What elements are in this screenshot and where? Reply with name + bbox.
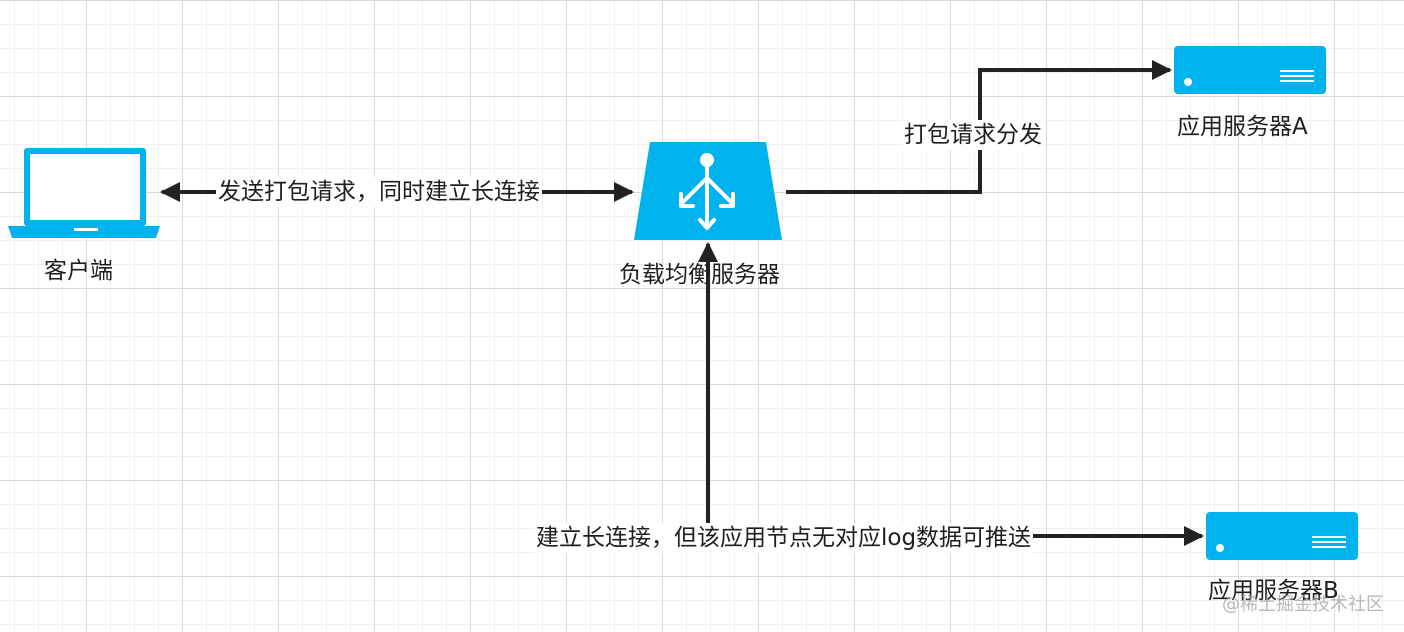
load-balancer-icon bbox=[634, 142, 782, 240]
edge-lb-server-b bbox=[698, 242, 1204, 546]
edge-client-lb-label: 发送打包请求，同时建立长连接 bbox=[216, 177, 542, 207]
watermark: @稀土掘金技术社区 bbox=[1222, 594, 1384, 615]
server-b-icon bbox=[1206, 512, 1358, 560]
edge-lb-server-b-label: 建立长连接，但该应用节点无对应log数据可推送 bbox=[534, 523, 1034, 553]
laptop-icon bbox=[8, 148, 160, 238]
server-b-label: 应用服务器B bbox=[1208, 578, 1339, 604]
client-label: 客户端 bbox=[44, 258, 113, 284]
server-a-icon bbox=[1174, 46, 1326, 94]
edge-lb-server-a-label: 打包请求分发 bbox=[902, 120, 1044, 150]
load-balancer-label: 负载均衡服务器 bbox=[619, 262, 780, 288]
server-a-label: 应用服务器A bbox=[1177, 114, 1308, 140]
